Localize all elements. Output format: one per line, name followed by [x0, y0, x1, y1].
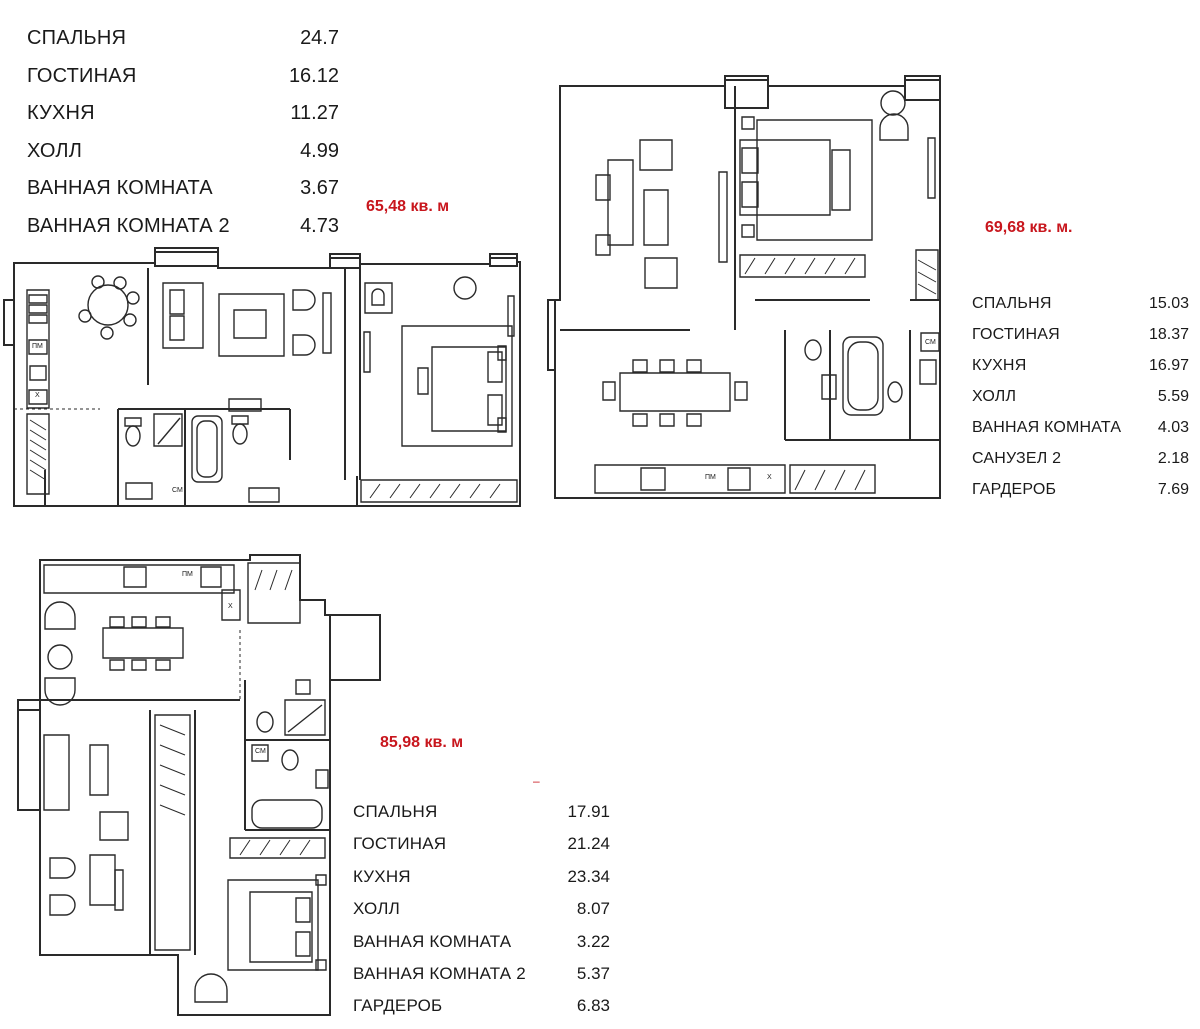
room-area: 8.07 [576, 899, 610, 919]
room-area: 24.7 [300, 27, 339, 49]
room-area: 2.18 [1157, 450, 1189, 467]
room-name: КУХНЯ [353, 866, 411, 886]
room-row: ГОСТИНАЯ 21.24 [353, 828, 610, 860]
room-row: ВАННАЯ КОМНАТА 2 5.37 [353, 958, 610, 990]
room-name: ГОСТИНАЯ [27, 64, 137, 87]
room-name: СПАЛЬНЯ [972, 295, 1052, 312]
room-row: ВАННАЯ КОМНАТА 4.03 [972, 412, 1189, 443]
room-row: ХОЛЛ 8.07 [353, 893, 610, 925]
room-name: ГАРДЕРОБ [972, 481, 1057, 498]
room-row: СПАЛЬНЯ 15.03 [972, 288, 1189, 319]
plan-3-dining [45, 602, 183, 705]
room-row: КУХНЯ 23.34 [353, 861, 610, 893]
room-area: 21.24 [567, 834, 610, 854]
room-row: САНУЗЕЛ 2 2.18 [972, 443, 1189, 474]
plan-2-bathroom [804, 333, 939, 415]
plan-2-living-furniture [596, 140, 727, 288]
plan-2-dining [603, 360, 747, 426]
plan-1-living-furniture [163, 283, 331, 356]
plan-3-washer-label: СМ [255, 748, 266, 755]
room-row: СПАЛЬНЯ 17.91 [353, 796, 610, 828]
room-name: ХОЛЛ [353, 899, 400, 919]
red-tick-mark: – [533, 774, 540, 788]
room-name: ВАННАЯ КОМНАТА 2 [353, 964, 526, 984]
plan-2-kitchen [595, 465, 875, 493]
room-name: ВАННАЯ КОМНАТА [972, 419, 1122, 436]
apartment-1-total-area: 65,48 кв. м [366, 198, 450, 215]
plan-1-dining-table [79, 276, 139, 339]
room-area: 16.12 [288, 64, 339, 87]
room-row: КУХНЯ 16.97 [972, 350, 1189, 381]
plan-1-washer-label: СМ [172, 487, 183, 494]
room-area: 4.03 [1157, 419, 1189, 436]
room-name: КУХНЯ [27, 102, 95, 125]
plan-1-fridge-label: Х [35, 392, 40, 399]
apartment-3-room-table: СПАЛЬНЯ 17.91 ГОСТИНАЯ 21.24 КУХНЯ 23.34 ХО… [353, 796, 610, 1023]
room-name: САНУЗЕЛ 2 [972, 450, 1062, 467]
room-area: 15.03 [1148, 295, 1189, 312]
room-area: 5.37 [576, 964, 610, 984]
room-area: 17.91 [567, 802, 610, 821]
apartment-2-room-table: СПАЛЬНЯ 15.03 ГОСТИНАЯ 18.37 КУХНЯ 16.97 ХО… [972, 288, 1189, 505]
room-area: 16.97 [1148, 357, 1189, 374]
room-row: ГОСТИНАЯ 16.12 [27, 58, 339, 96]
plan-3-kitchen [44, 563, 300, 623]
plan-1-wardrobe [361, 480, 517, 502]
plan-2-washer-label: СМ [925, 339, 936, 346]
room-area: 18.37 [1148, 326, 1189, 343]
plan-3-walls [18, 555, 380, 1015]
plan-3-living [44, 715, 190, 950]
room-area: 3.67 [300, 177, 339, 200]
apartment-1-room-table: СПАЛЬНЯ 24.7 ГОСТИНАЯ 16.12 КУХНЯ 11.27 ХОЛ… [27, 20, 339, 246]
room-area: 4.73 [300, 214, 339, 237]
room-row: ГОСТИНАЯ 18.37 [972, 319, 1189, 350]
plan-1-bedroom [364, 277, 514, 446]
room-row: ХОЛЛ 4.99 [27, 133, 339, 171]
plan-2-dishwasher-label: ПМ [705, 474, 716, 481]
room-area: 23.34 [567, 866, 610, 886]
room-area: 6.83 [576, 996, 610, 1016]
plan-2-bedroom [740, 91, 938, 300]
room-row: ВАННАЯ КОМНАТА 3.22 [353, 926, 610, 958]
room-name: ГАРДЕРОБ [353, 996, 443, 1016]
room-area: 5.59 [1157, 388, 1189, 405]
plan-3-bathrooms [230, 680, 328, 858]
room-name: ХОЛЛ [972, 388, 1017, 405]
room-name: СПАЛЬНЯ [27, 27, 127, 49]
room-row: ВАННАЯ КОМНАТА 2 4.73 [27, 208, 339, 246]
room-area: 11.27 [290, 102, 339, 125]
room-row: ГАРДЕРОБ 6.83 [353, 990, 610, 1022]
room-name: ВАННАЯ КОМНАТА 2 [27, 214, 230, 237]
room-name: КУХНЯ [972, 357, 1027, 374]
plan-2-walls [548, 76, 940, 498]
plan-1-dishwasher-label: ПМ [32, 343, 43, 350]
plan-1-kitchen [27, 290, 49, 494]
plan-1-walls [4, 248, 520, 506]
plan-2-fridge-label: Х [767, 474, 772, 481]
room-name: ВАННАЯ КОМНАТА [27, 177, 213, 200]
apartment-3-total-area: 85,98 кв. м [380, 734, 464, 751]
room-area: 4.99 [300, 139, 339, 162]
room-name: ВАННАЯ КОМНАТА [353, 931, 512, 951]
room-row: КУХНЯ 11.27 [27, 95, 339, 133]
room-name: ГОСТИНАЯ [353, 834, 447, 854]
plan-1-bathrooms [125, 399, 279, 502]
plan-3-bedroom [195, 875, 326, 1002]
room-row: ГАРДЕРОБ 7.69 [972, 474, 1189, 505]
room-name: ХОЛЛ [27, 139, 83, 162]
room-area: 3.22 [576, 931, 610, 951]
apartment-2-total-area: 69,68 кв. м. [985, 219, 1073, 236]
room-name: СПАЛЬНЯ [353, 802, 438, 821]
room-row: СПАЛЬНЯ 24.7 [27, 20, 339, 58]
plan-3-dishwasher-label: ПМ [182, 571, 193, 578]
room-row: ХОЛЛ 5.59 [972, 381, 1189, 412]
room-area: 7.69 [1157, 481, 1189, 498]
room-name: ГОСТИНАЯ [972, 326, 1060, 343]
plan-3-fridge-label: Х [228, 603, 233, 610]
room-row: ВАННАЯ КОМНАТА 3.67 [27, 170, 339, 208]
